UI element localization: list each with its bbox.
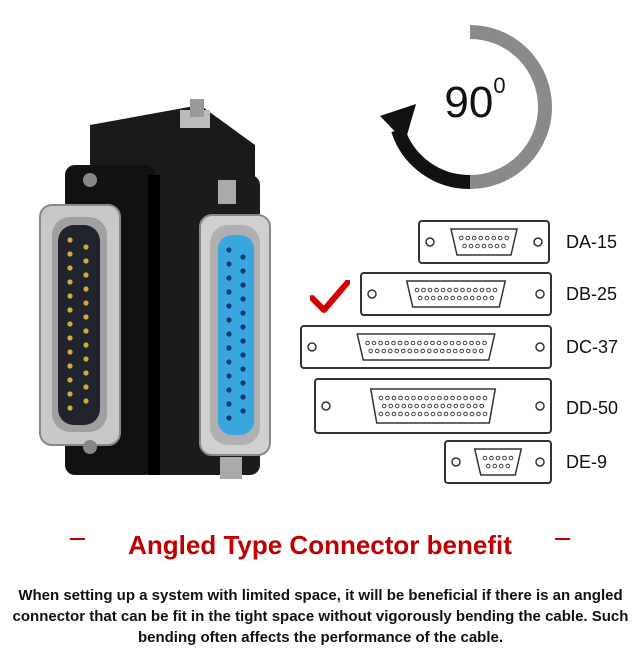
benefit-title: Angled Type Connector benefit [128,530,512,560]
benefit-description: When setting up a system with limited sp… [12,587,629,646]
connector-db25: DB-25 [360,272,640,318]
connector-label: DE-9 [566,452,608,472]
checkmark-icon [310,280,350,313]
connector-label: DC-37 [566,337,619,357]
connector-label: DA-15 [566,232,618,252]
connector-label: DD-50 [566,398,619,418]
angle-label: 900 [444,73,506,127]
connector-dd50: DD-50 [314,378,640,434]
connector-de9: DE-9 [444,440,640,486]
connector-dc37: DC-37 [300,325,640,371]
connector-label: DB-25 [566,284,618,304]
connector-da15: DA-15 [418,220,638,266]
rotation-arrow-icon [380,25,552,190]
angled-connector-photo [39,99,271,479]
